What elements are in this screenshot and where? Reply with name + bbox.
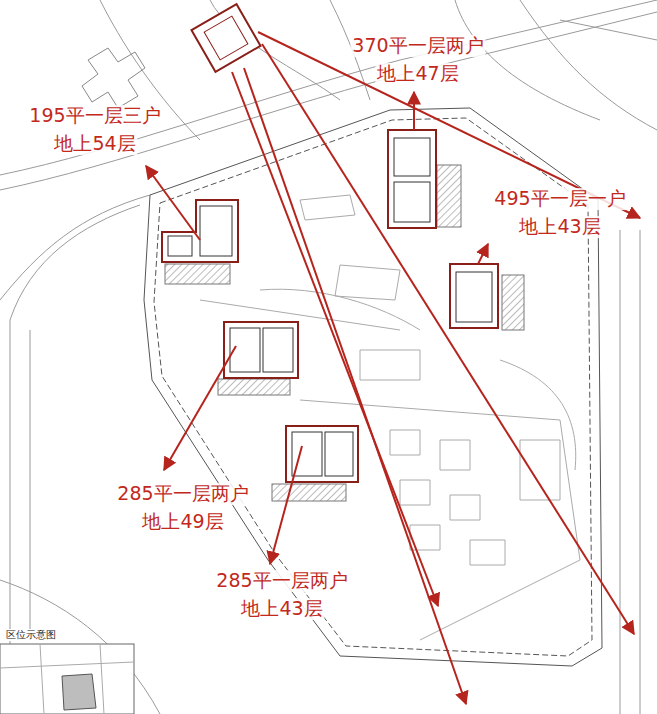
tower-icon [82, 48, 145, 108]
tower-interiors [168, 138, 492, 476]
tower-label: 195平一层三户 [27, 105, 162, 127]
location-inset [0, 644, 134, 714]
viewpoint-building [191, 4, 260, 72]
inset-caption: 区位示意图 [4, 629, 58, 641]
landscape [200, 195, 580, 640]
tower-label: 地上43层 [517, 216, 602, 238]
tower-label: 285平一层两户 [214, 570, 349, 592]
sightline-arrows [232, 32, 640, 704]
tower-label: 地上54层 [52, 133, 137, 155]
tower-label: 370平一层两户 [350, 35, 485, 57]
tower-label: 地上43层 [239, 598, 324, 620]
tower-label: 495平一层一户 [492, 188, 627, 210]
tower-label: 地上47层 [375, 63, 460, 85]
tower-label: 地上49层 [140, 511, 225, 533]
residential-towers [162, 130, 498, 482]
tower-label: 285平一层两户 [115, 483, 250, 505]
